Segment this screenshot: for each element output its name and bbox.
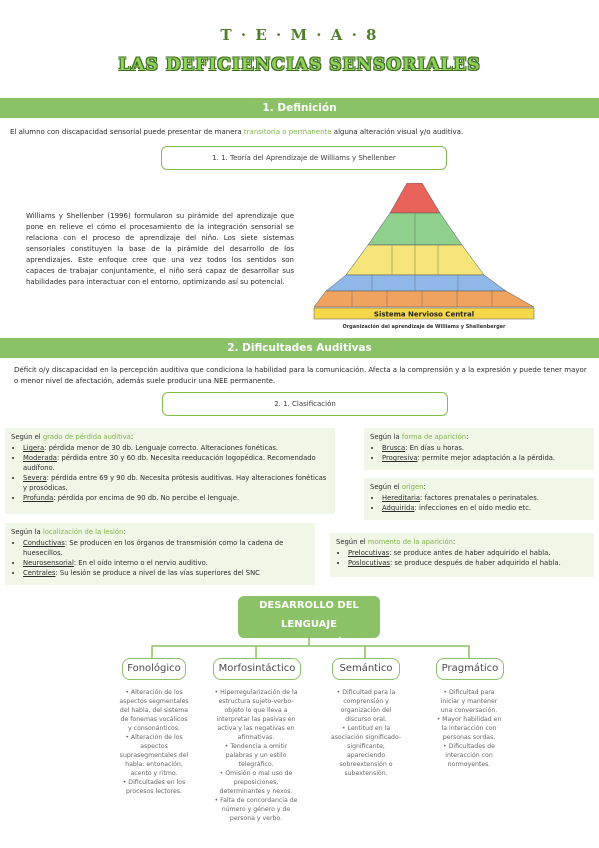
subheading-clasificacion: 2. 1. Clasificación [162, 392, 448, 416]
panel-origen-heading: Según el origen: [370, 483, 426, 491]
list-item: Adquirida: infecciones en el oído medio … [382, 503, 588, 513]
branch-text-semantico: • Dificultad para la comprensión y organ… [330, 689, 402, 777]
dificultades-intro: Déficit o/y discapacidad en la percepció… [14, 366, 587, 385]
mindmap-connectors [151, 638, 470, 658]
panel-momento-heading: Según el momento de la aparición: [336, 538, 456, 546]
theory-paragraph: Williams y Shellenber (1996) formularon … [26, 212, 294, 286]
pyramid-level-4 [325, 274, 507, 292]
list-item: Profunda: pérdida por encima de 90 db. N… [23, 493, 329, 503]
node-fonologico: Fonológico [122, 658, 186, 680]
panel-forma: Según la forma de aparición: Brusca: En … [364, 428, 594, 470]
section-band-dificultades: 2. Dificultades Auditivas [0, 338, 599, 358]
pyramid-level-top [389, 183, 441, 214]
list-item: Neurosensorial: En el oído interno o el … [23, 558, 309, 568]
node-semantico: Semántico [332, 658, 400, 680]
section-band-definicion: 1. Definición [0, 98, 599, 118]
pyramid-base-label: Sistema Nervioso Central [374, 311, 474, 319]
pyramid-base [313, 307, 535, 320]
mindmap-title: DESARROLLO DEL LENGUAJE ORAL EN HIPOACÚS… [238, 596, 380, 649]
list-item: Brusca: En días u horas. [382, 443, 588, 453]
node-morfosintactico: Morfosintáctico [213, 658, 301, 680]
page-title: LAS DEFICIENCIAS SENSORIALES [118, 55, 481, 75]
list-item: Severa: pérdida entre 69 y 90 db. Necesi… [23, 473, 329, 493]
panel-localizacion-heading: Según la localización de la lesión: [11, 528, 126, 536]
intro-pre: El alumno con discapacidad sensorial pue… [10, 128, 244, 136]
branch-text-morfosintactico: • Hiperregularización de la estructura s… [214, 689, 298, 822]
list-item: Moderada: pérdida entre 30 y 60 db. Nece… [23, 453, 329, 473]
list-item: Hereditaria: factores prenatales o perin… [382, 493, 588, 503]
panel-momento: Según el momento de la aparición: Preloc… [330, 533, 594, 577]
tema-label: T · E · M · A · 8 [220, 26, 379, 44]
panel-grado: Según el grado de pérdida auditiva: Lige… [5, 428, 335, 514]
intro-post: alguna alteración visual y/o auditiva. [331, 128, 464, 136]
list-item: Progresiva: permite mejor adaptación a l… [382, 453, 588, 463]
panel-origen: Según el origen: Hereditaria: factores p… [364, 478, 594, 520]
list-item: Ligera: pérdida menor de 30 db. Lenguaje… [23, 443, 329, 453]
panel-forma-heading: Según la forma de aparición: [370, 433, 469, 441]
definition-intro: El alumno con discapacidad sensorial pue… [10, 127, 590, 138]
list-item: Prelocutivas: se produce antes de haber … [348, 548, 588, 558]
panel-localizacion: Según la localización de la lesión: Cond… [5, 523, 315, 585]
node-pragmatico: Pragmático [436, 658, 504, 680]
branch-text-pragmatico: • Dificultad para iniciar y mantener una… [436, 689, 502, 768]
branch-text-fonologico: • Alteración de los aspectos segmentales… [119, 689, 189, 795]
list-item: Centrales: Su lesión se produce a nivel … [23, 568, 309, 578]
pyramid-level-5 [313, 290, 535, 308]
panel-grado-heading: Según el grado de pérdida auditiva: [11, 433, 134, 441]
subheading-teoria: 1. 1. Teoría del Aprendizaje de Williams… [161, 146, 447, 170]
list-item: Poslocutivas: se produce después de habe… [348, 558, 588, 568]
pyramid-caption: Organización del aprendizaje de Williams… [342, 323, 506, 330]
list-item: Conductivas: Se producen en los órganos … [23, 538, 309, 558]
intro-highlight: transitoria o permanente [243, 128, 332, 136]
learning-pyramid-diagram: Sistema Nervioso Central Organización de… [313, 183, 535, 330]
